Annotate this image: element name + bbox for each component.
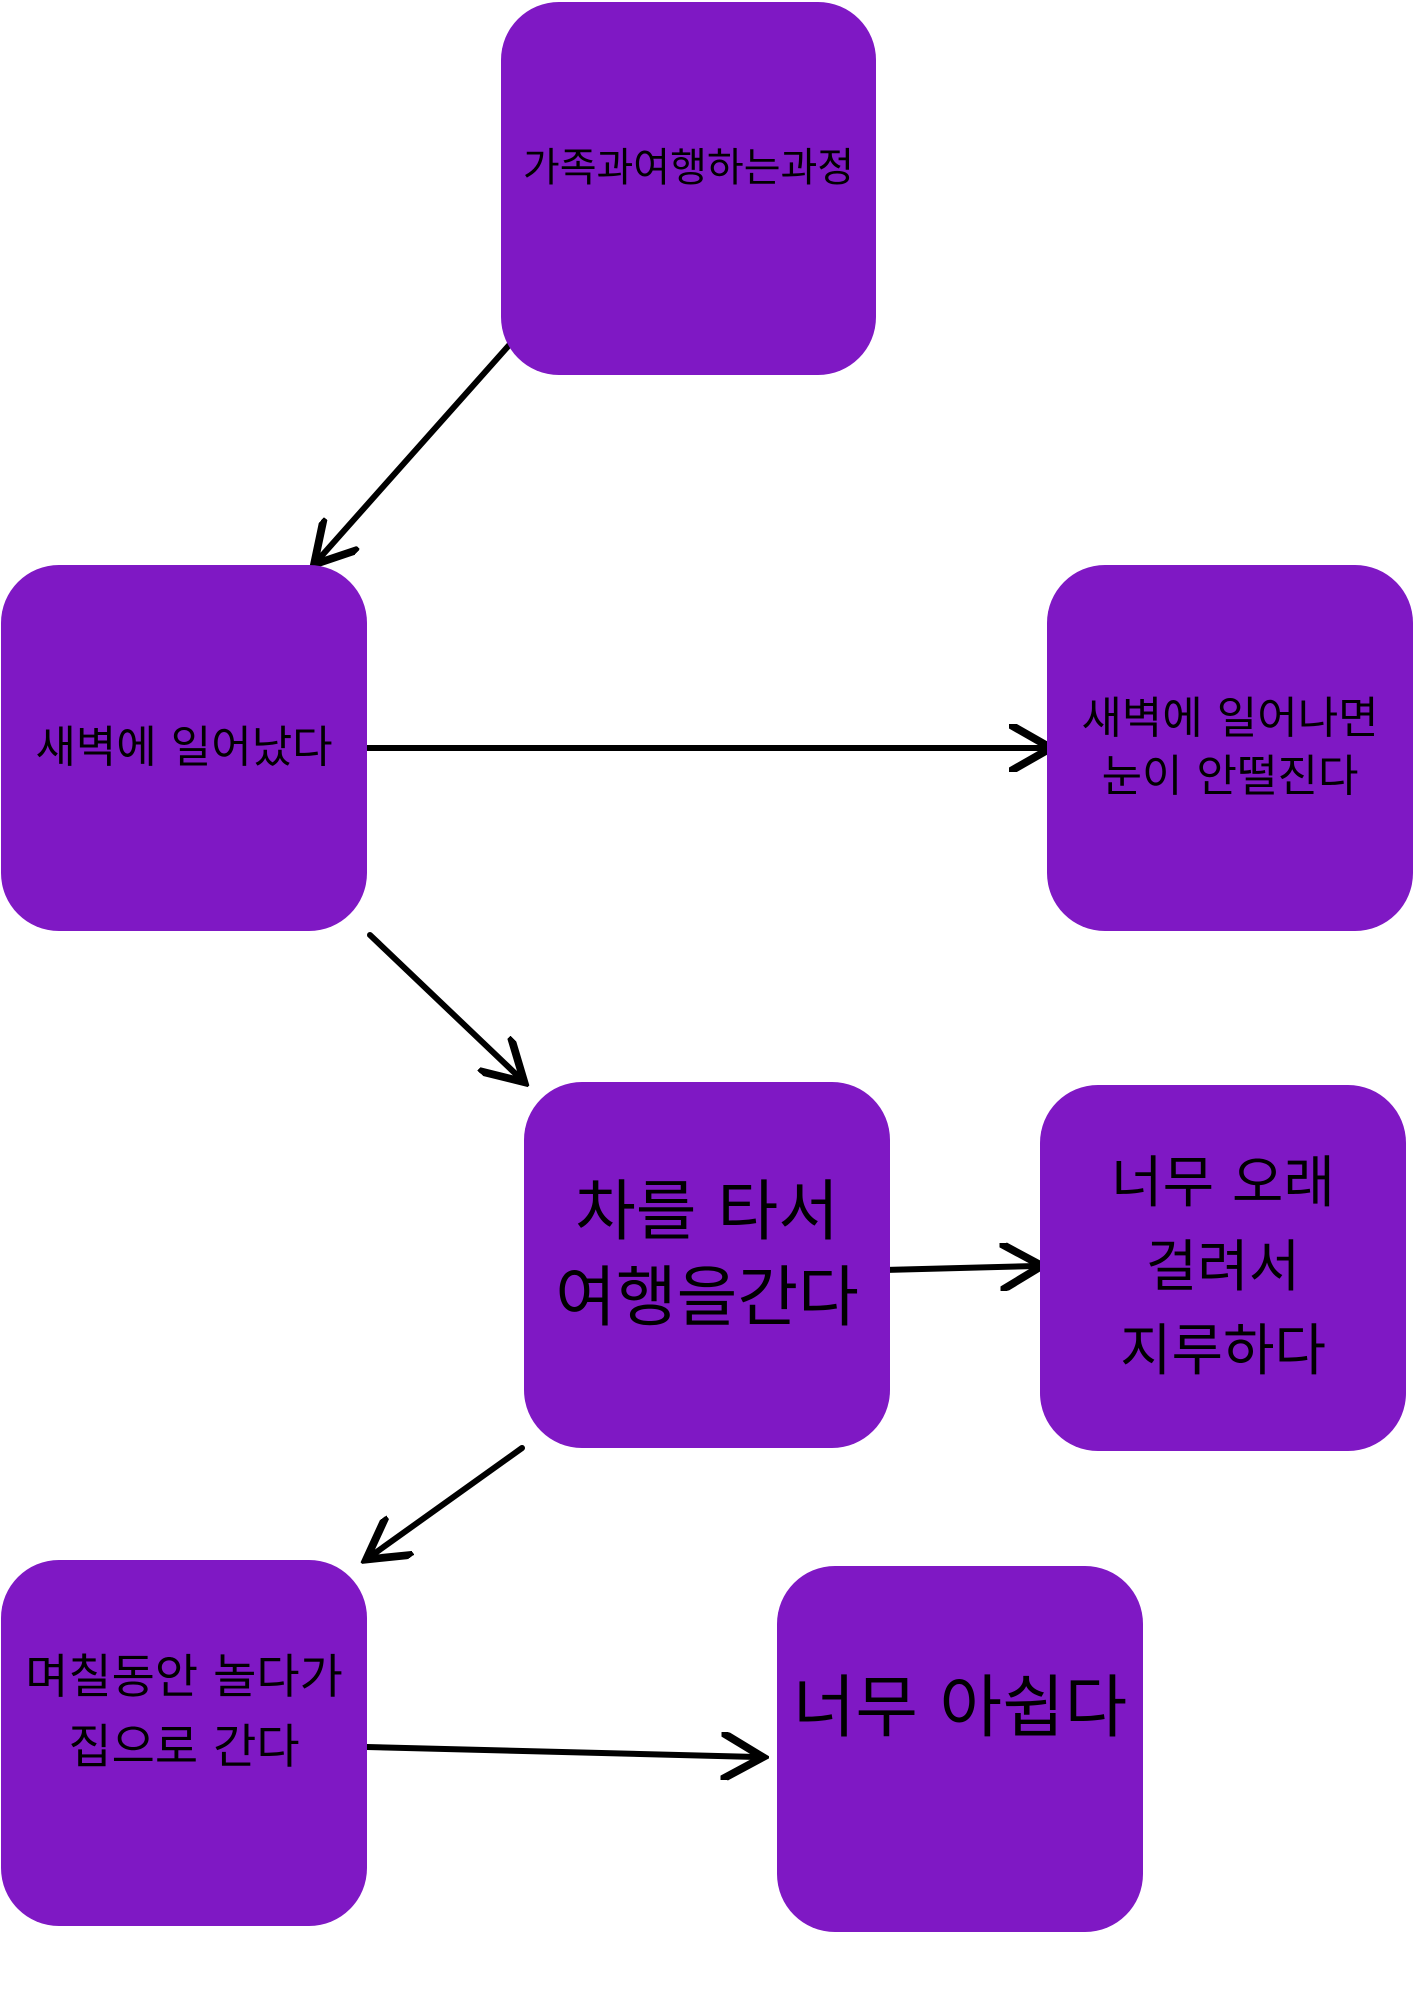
arrow-root-to-wake-up	[318, 331, 522, 560]
node-wake-up-label: 새벽에 일어났다	[35, 721, 333, 773]
node-drive-result: 너무 오래 걸려서 지루하다	[1040, 1085, 1406, 1451]
node-drive: 차를 타서 여행을간다	[524, 1082, 890, 1448]
node-return-home-label: 며칠동안 놀다가 집으로 간다	[25, 1649, 343, 1776]
arrow-drive-to-return-home	[371, 1445, 525, 1556]
node-root-label: 가족과여행하는과정	[522, 145, 855, 192]
node-wake-up-result-label: 새벽에 일어나면 눈이 안떨진다	[1081, 692, 1379, 802]
node-return-home: 며칠동안 놀다가 집으로 간다	[1, 1560, 367, 1926]
arrow-wake-up-to-drive	[367, 932, 520, 1078]
node-drive-label: 차를 타서 여행을간다	[555, 1173, 859, 1336]
arrow-drive-to-drive-result	[879, 1266, 1036, 1270]
arrow-return-home-to-return-result	[364, 1747, 757, 1757]
node-wake-up: 새벽에 일어났다	[1, 565, 367, 931]
node-wake-up-result: 새벽에 일어나면 눈이 안떨진다	[1047, 565, 1413, 931]
node-return-result-label: 너무 아쉽다	[792, 1669, 1128, 1749]
node-return-result: 너무 아쉽다	[777, 1566, 1143, 1932]
node-drive-result-label: 너무 오래 걸려서 지루하다	[1111, 1151, 1335, 1384]
node-root: 가족과여행하는과정	[501, 2, 876, 375]
